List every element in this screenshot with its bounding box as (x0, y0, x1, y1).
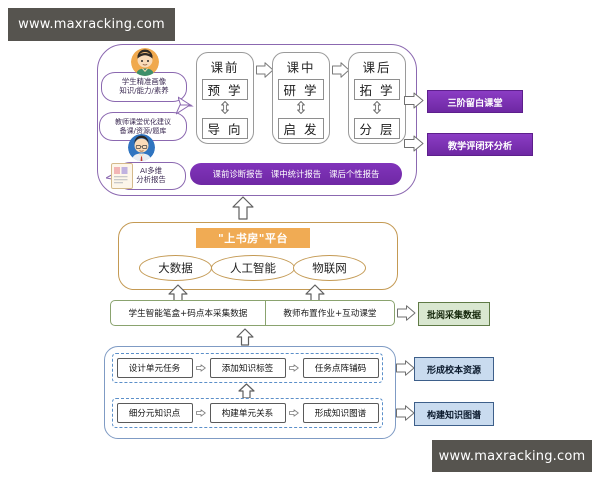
double-vertical-arrow-icon (221, 101, 229, 114)
right-arrow-icon (404, 135, 424, 152)
teacher-callout-line1: 教师课堂优化建议 (115, 118, 171, 127)
double-vertical-arrow-icon (297, 101, 305, 114)
result-closed-loop-analysis: 教学评闭环分析 (427, 133, 533, 156)
right-arrow-icon (256, 62, 274, 78)
right-arrow-icon (289, 409, 299, 417)
step-design-unit-task: 设计单元任务 (116, 358, 193, 378)
right-arrow-icon (404, 92, 424, 109)
stage-title: 课后 (362, 60, 392, 75)
result-school-resources: 形成校本资源 (414, 357, 494, 381)
ai-report-icon (111, 163, 133, 189)
step-build-unit-relation: 构建单元关系 (209, 403, 286, 423)
report-item-mid: 课中统计报告 (270, 169, 322, 179)
teacher-avatar-icon (128, 134, 155, 161)
double-vertical-arrow-icon (373, 101, 381, 114)
right-arrow-icon (397, 305, 416, 321)
right-arrow-icon (332, 62, 350, 78)
stage-before-class: 课前 预 学 导 向 (196, 52, 254, 144)
collect-panel: 学生智能笔盒+码点本采集数据 教师布置作业+互动课堂 (110, 300, 395, 326)
up-arrow-icon (236, 328, 254, 346)
report-item-pre: 课前诊断报告 (212, 169, 263, 179)
stage-title: 课中 (286, 60, 316, 75)
stage-in-class: 课中 研 学 启 发 (272, 52, 330, 144)
collect-cell-student: 学生智能笔盒+码点本采集数据 (128, 309, 248, 319)
student-callout-line2: 知识/能力/素养 (119, 86, 169, 95)
right-arrow-icon (396, 405, 415, 421)
student-avatar-icon (131, 48, 159, 76)
up-arrow-icon (232, 196, 254, 220)
result-three-stage-classroom: 三阶留白课堂 (427, 90, 523, 113)
right-arrow-icon (289, 364, 299, 372)
up-arrow-icon (238, 383, 255, 399)
resource-row: 设计单元任务 添加知识标签 任务点阵铺码 (112, 353, 383, 383)
step-add-knowledge-tag: 添加知识标签 (209, 358, 286, 378)
teacher-callout-tail (176, 104, 192, 115)
ai-callout-line2: 分析报告 (136, 175, 166, 184)
right-arrow-icon (396, 360, 415, 376)
ai-callout-line1: AI多维 (139, 166, 163, 176)
stage-bottom-box: 启 发 (278, 118, 324, 139)
stage-bottom-box: 分 层 (354, 118, 400, 139)
platform-title: "上书房"平台 (196, 228, 310, 248)
stage-top-box: 研 学 (278, 79, 324, 100)
watermark-bottom: www.maxracking.com (432, 440, 592, 472)
student-callout-line1: 学生精准画像 (121, 77, 167, 87)
stage-title: 课前 (210, 60, 240, 75)
right-arrow-icon (196, 364, 206, 372)
stage-top-box: 拓 学 (354, 79, 400, 100)
collect-cell-teacher: 教师布置作业+互动课堂 (264, 301, 394, 325)
stage-top-box: 预 学 (202, 79, 248, 100)
watermark-top: www.maxracking.com (8, 8, 175, 41)
student-profile-callout: 学生精准画像 知识/能力/素养 (101, 72, 187, 102)
capability-big-data: 大数据 (139, 255, 212, 281)
step-form-knowledge-graph: 形成知识图谱 (302, 403, 379, 423)
knowledge-graph-row: 细分元知识点 构建单元关系 形成知识图谱 (112, 398, 383, 428)
teacher-callout-line2: 备课/资源/题库 (119, 126, 167, 135)
capability-iot: 物联网 (293, 255, 366, 281)
stage-bottom-box: 导 向 (202, 118, 248, 139)
report-item-post: 课后个性报告 (329, 169, 380, 179)
right-arrow-icon (196, 409, 206, 417)
result-knowledge-graph: 构建知识图谱 (414, 402, 494, 426)
stage-after-class: 课后 拓 学 分 层 (348, 52, 406, 144)
capability-ai: 人工智能 (211, 255, 295, 281)
result-collect-data: 批阅采集数据 (418, 302, 490, 326)
step-task-dot-matrix: 任务点阵铺码 (302, 358, 379, 378)
step-subdivide-knowledge: 细分元知识点 (116, 403, 193, 423)
report-bar: 课前诊断报告 课中统计报告 课后个性报告 (190, 163, 402, 185)
